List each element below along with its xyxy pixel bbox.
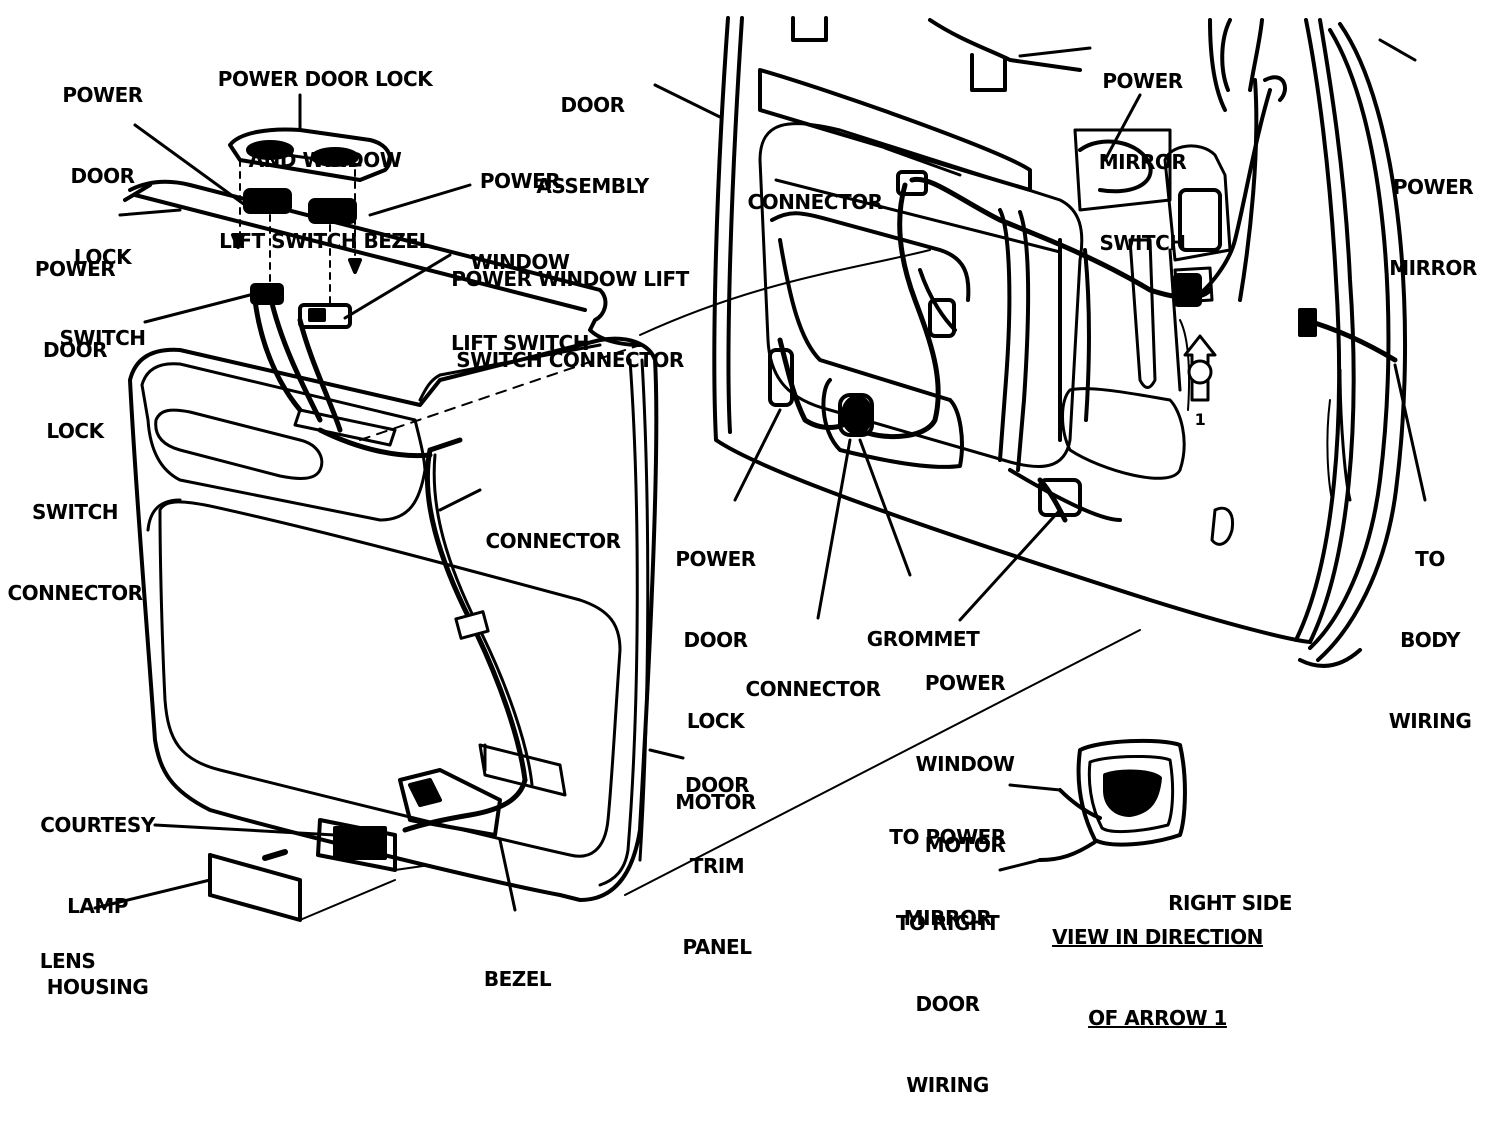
- door-trim-panel-label: DOOR TRIM PANEL: [682, 773, 752, 959]
- power-door-lock-motor-label: POWER DOOR LOCK MOTOR: [675, 547, 756, 814]
- connector-low-label: CONNECTOR: [745, 677, 881, 701]
- door-components: [768, 170, 1222, 517]
- bezel-label: BEZEL: [483, 967, 552, 991]
- power-door-lock-switch-connector-label: POWER DOOR LOCK SWITCH CONNECTOR: [7, 257, 143, 605]
- power-door-lock-switch-label: POWER DOOR LOCK SWITCH: [59, 83, 146, 350]
- leader-lines: [93, 38, 1427, 912]
- door-assembly-label: DOOR ASSEMBLY: [536, 93, 649, 198]
- door-assembly-outline: [712, 16, 1408, 668]
- trim-panel-wiring: [252, 292, 534, 833]
- arrow-1-marker: 1: [1194, 410, 1206, 429]
- door-inner-panel: [758, 122, 1352, 546]
- right-side-label: RIGHT SIDE: [1168, 891, 1292, 915]
- switch-bezel-parts: [228, 127, 392, 329]
- door-wiring-diagram: POWER DOOR LOCK SWITCH POWER DOOR LOCK A…: [7, 16, 1478, 1097]
- switch-bezel-label: POWER DOOR LOCK AND WINDOW LIFT SWITCH B…: [217, 67, 433, 253]
- to-body-wiring-label: TO BODY WIRING: [1388, 547, 1472, 733]
- power-window-lift-switch-label: POWER WINDOW LIFT SWITCH: [451, 169, 589, 355]
- diagram-artwork: [93, 16, 1427, 922]
- connector-top-label: CONNECTOR: [747, 190, 883, 214]
- trim-panel-outline: [123, 179, 659, 902]
- connector-mid-label: CONNECTOR: [485, 529, 621, 553]
- to-power-mirror-label: TO POWER MIRROR: [889, 825, 1006, 930]
- lens-label: LENS: [39, 949, 96, 973]
- view-direction-label: VIEW IN DIRECTION OF ARROW 1: [1052, 925, 1263, 1030]
- inset-connector-detail: [1038, 738, 1187, 862]
- power-window-lift-switch-connector-label: POWER WINDOW LIFT SWITCH CONNECTOR: [451, 267, 689, 372]
- power-mirror-switch-label: POWER MIRROR SWITCH: [1098, 69, 1187, 255]
- dashed-alignment-lines: [299, 249, 1141, 921]
- power-window-motor-label: POWER WINDOW MOTOR: [915, 671, 1015, 857]
- power-mirror-label: POWER MIRROR: [1389, 175, 1477, 280]
- grommet-label: GROMMET: [866, 627, 980, 651]
- to-right-door-wiring-label: TO RIGHT DOOR WIRING: [895, 911, 1000, 1097]
